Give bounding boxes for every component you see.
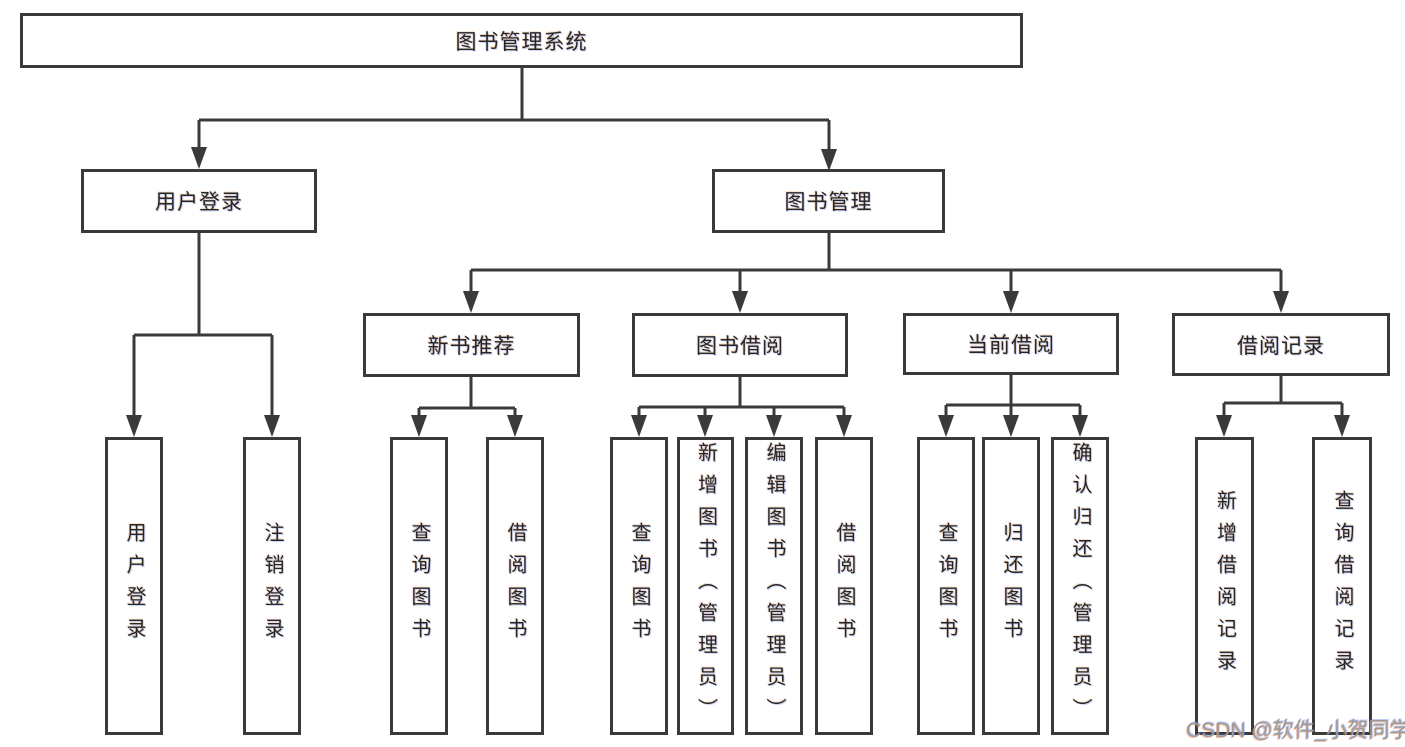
- arrowhead: [1273, 291, 1289, 313]
- connector-arrowheads: [126, 147, 1350, 437]
- arrowhead: [507, 415, 523, 437]
- leaf-label: 编辑图书（管理员）: [763, 442, 785, 730]
- leaf-edit-book-admin: 编辑图书（管理员）: [745, 437, 803, 735]
- node-root: 图书管理系统: [20, 13, 1023, 68]
- wire-root-to-level2: [197, 68, 831, 150]
- leaf-label: 查询图书: [628, 522, 650, 650]
- wire-new-book-branch: [417, 377, 517, 416]
- leaf-label: 查询借阅记录: [1331, 490, 1353, 682]
- leaf-query-books-borrowing: 查询图书: [610, 437, 668, 735]
- leaf-label: 查询图书: [408, 522, 430, 650]
- leaf-label: 归还图书: [1000, 522, 1022, 650]
- arrowhead: [1334, 415, 1350, 437]
- arrowhead: [766, 415, 782, 437]
- leaf-label: 借阅图书: [504, 522, 526, 650]
- leaf-query-books-current: 查询图书: [917, 437, 975, 735]
- arrowhead: [1072, 415, 1088, 437]
- arrowhead: [821, 149, 837, 171]
- leaf-label: 新增图书（管理员）: [694, 442, 717, 730]
- node-current-borrowing: 当前借阅: [903, 313, 1119, 375]
- leaf-logout: 注销登录: [243, 437, 301, 735]
- leaf-user-login: 用户登录: [105, 437, 163, 735]
- node-borrowing-records: 借阅记录: [1172, 313, 1390, 376]
- arrowhead: [1216, 415, 1232, 437]
- arrowhead: [732, 291, 748, 313]
- node-new-book-recommend: 新书推荐: [363, 313, 580, 377]
- arrowhead: [191, 147, 207, 169]
- leaf-query-books-recommend: 查询图书: [390, 437, 448, 735]
- wire-current-borrowing-branch: [944, 375, 1082, 416]
- leaf-borrow-books: 借阅图书: [815, 437, 873, 735]
- leaf-confirm-return-admin: 确认归还（管理员）: [1051, 437, 1109, 735]
- leaf-label: 用户登录: [123, 522, 145, 650]
- arrowhead: [836, 415, 852, 437]
- arrowhead: [411, 415, 427, 437]
- leaf-query-borrow-record: 查询借阅记录: [1312, 437, 1372, 735]
- leaf-label: 注销登录: [261, 522, 283, 650]
- wire-borrowing-records-branch: [1222, 376, 1344, 416]
- arrowhead: [697, 415, 713, 437]
- node-book-management: 图书管理: [712, 169, 945, 233]
- arrowhead: [631, 415, 647, 437]
- leaf-label: 新增借阅记录: [1213, 490, 1236, 682]
- csdn-watermark: CSDN @软件_小贺同学: [1186, 719, 1405, 742]
- connector-lines: [132, 68, 1344, 416]
- leaf-return-books: 归还图书: [982, 437, 1040, 735]
- leaf-add-borrow-record: 新增借阅记录: [1195, 437, 1254, 735]
- leaf-add-book-admin: 新增图书（管理员）: [677, 437, 734, 735]
- node-book-borrowing: 图书借阅: [632, 313, 848, 377]
- arrowhead: [1003, 291, 1019, 313]
- arrowhead: [264, 415, 280, 437]
- arrowhead: [938, 415, 954, 437]
- arrowhead: [1003, 415, 1019, 437]
- wire-book-borrowing-branch: [637, 377, 846, 416]
- arrowhead: [463, 291, 479, 313]
- node-user-login: 用户登录: [81, 169, 317, 233]
- arrowhead: [126, 415, 142, 437]
- wire-book-management-branch: [469, 233, 1283, 292]
- leaf-label: 查询图书: [935, 522, 957, 650]
- leaf-label: 借阅图书: [833, 522, 855, 650]
- wire-user-login-branch: [132, 233, 274, 416]
- leaf-borrow-books-recommend: 借阅图书: [486, 437, 544, 735]
- leaf-label: 确认归还（管理员）: [1069, 442, 1091, 730]
